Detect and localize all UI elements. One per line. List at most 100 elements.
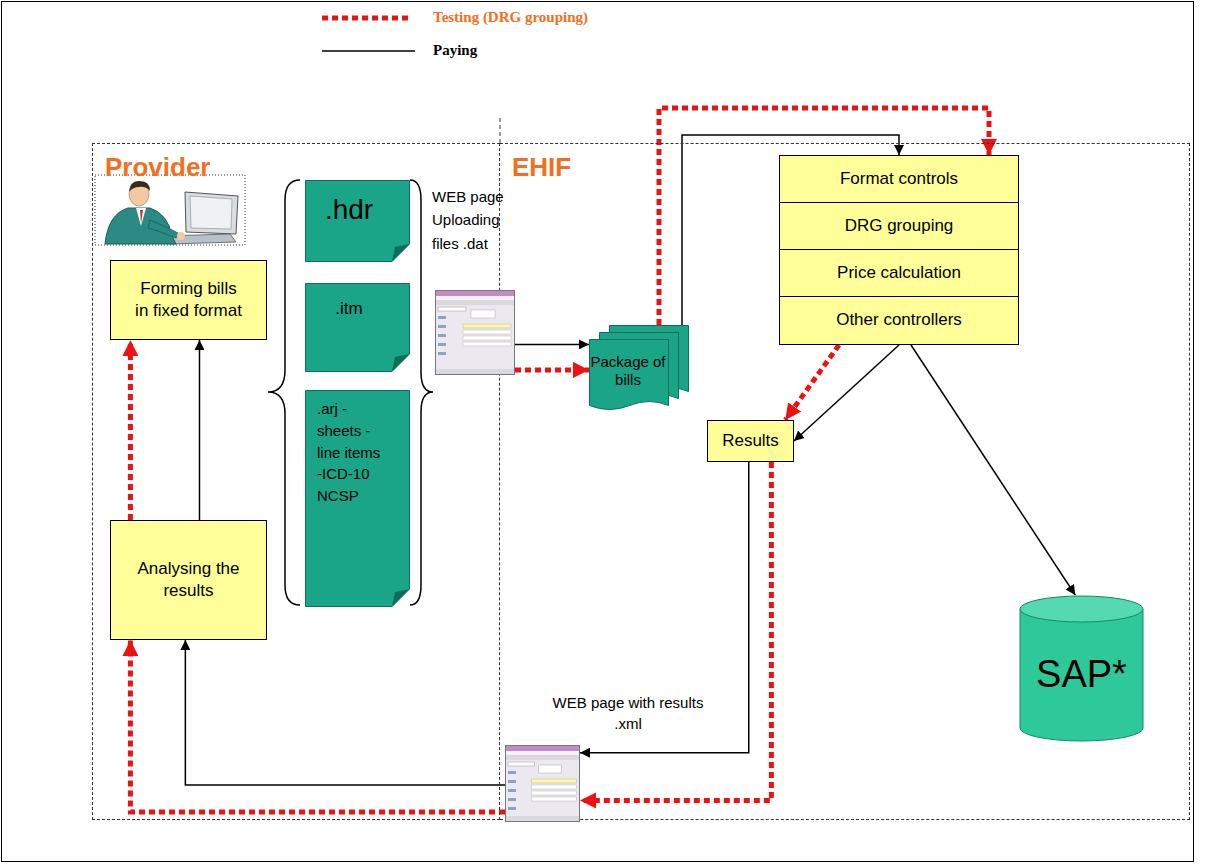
- graphic-part: [438, 307, 466, 311]
- region-heading: Provider: [105, 152, 211, 183]
- right-brace: [410, 180, 433, 605]
- graphic-part: [1020, 596, 1143, 622]
- graphic-part: [177, 232, 185, 240]
- paying-connector: [515, 344, 589, 346]
- document-shape: [305, 283, 410, 372]
- graphic-part: [531, 779, 576, 783]
- process-box: DRG grouping: [779, 202, 1019, 250]
- graphic-part: [306, 181, 410, 262]
- file-document: .arj -sheets -line items -ICD-10 NCSP: [305, 390, 410, 607]
- graphic-part: [463, 342, 511, 346]
- graphic-part: [506, 746, 580, 822]
- testing-connector: [130, 640, 505, 812]
- graphic-part: [392, 354, 410, 372]
- web-page: WEB page with results .xml: [505, 690, 710, 825]
- graphic-part: [392, 244, 410, 262]
- graphic-part: [438, 334, 446, 337]
- graphic-part: [590, 340, 669, 410]
- process-box: Price calculation: [779, 249, 1019, 297]
- graphic-part: [105, 208, 176, 244]
- graphic-part: [508, 807, 516, 810]
- graphic-part: [463, 330, 511, 334]
- legend-sample-paying: [322, 50, 415, 52]
- person-illustration: [95, 175, 245, 245]
- graphic-part: [438, 352, 446, 355]
- graphic-part: [506, 816, 579, 821]
- graphic-part: [436, 291, 515, 375]
- process-box: Format controls: [779, 155, 1019, 203]
- graphic-part: [436, 369, 514, 374]
- testing-connector: [128, 340, 133, 520]
- graphic-part: [508, 789, 516, 792]
- node-label: Results: [722, 430, 779, 452]
- graphic-part: [136, 208, 146, 226]
- paying-connector: [185, 640, 505, 785]
- node-label: Forming bills in fixed format: [134, 278, 244, 322]
- graphic-part: [539, 765, 562, 773]
- graphic-part: [129, 181, 150, 192]
- graphic-part: [190, 196, 232, 229]
- process-box: Other controllers: [779, 296, 1019, 345]
- bill-package: Package of bills: [589, 325, 689, 412]
- web-page-screenshot: [505, 745, 580, 822]
- node-label: .hdr: [305, 190, 393, 231]
- graphic-part: [506, 746, 579, 751]
- node-label: Other controllers: [836, 309, 962, 331]
- file-document: .hdr: [305, 180, 410, 262]
- node-label: .itm: [305, 297, 393, 322]
- web-page: WEB page Uploading files .dat: [432, 183, 524, 378]
- testing-connector: [580, 462, 771, 800]
- process-box: Results: [707, 420, 794, 462]
- graphic-part: [438, 343, 446, 346]
- testing-connector: [785, 345, 839, 420]
- graphic-part: [438, 325, 446, 328]
- graphic-part: [508, 798, 516, 801]
- left-brace: [268, 180, 300, 605]
- graphic-part: [95, 175, 245, 245]
- graphic-part: [508, 771, 516, 774]
- node-label: Price calculation: [837, 262, 961, 284]
- web-page-screenshot: [435, 290, 515, 375]
- paying-connector: [911, 345, 1075, 595]
- graphic-part: [471, 310, 495, 318]
- graphic-part: [438, 316, 446, 319]
- graphic-part: [531, 797, 576, 801]
- graphic-part: [148, 220, 180, 238]
- graphic-part: [436, 300, 514, 305]
- node-label: DRG grouping: [845, 215, 954, 237]
- graphic-part: [306, 391, 410, 607]
- testing-connector: [515, 367, 589, 372]
- process-box: Forming bills in fixed format: [110, 260, 267, 340]
- graphic-part: [436, 296, 514, 300]
- graphic-part: [185, 192, 238, 234]
- graphic-part: [392, 589, 410, 607]
- graphic-part: [531, 791, 576, 795]
- file-document: .itm: [305, 283, 410, 372]
- node-label: Format controls: [840, 168, 958, 190]
- graphic-part: [130, 108, 1075, 812]
- database-cylinder: SAP*: [1019, 595, 1144, 742]
- graphic-part: [508, 762, 534, 766]
- legend-sample-testing: [322, 16, 410, 21]
- legend-label: Paying: [433, 42, 477, 59]
- graphic-part: [463, 324, 511, 328]
- graphic-part: [140, 210, 143, 224]
- paying-connector: [199, 340, 201, 520]
- process-box: Analysing the results: [110, 520, 267, 640]
- node-label: WEB page Uploading files .dat: [432, 185, 522, 255]
- paying-connector: [794, 345, 899, 441]
- graphic-part: [306, 284, 410, 372]
- legend-label: Testing (DRG grouping): [433, 9, 588, 26]
- graphic-part: [506, 755, 579, 760]
- node-label: Package of bills: [589, 341, 667, 401]
- graphic-part: [463, 336, 511, 340]
- node-label: WEB page with results .xml: [543, 692, 713, 734]
- graphic-part: [531, 785, 576, 789]
- region-panel: Package of bills Format controlsDRG group…: [500, 143, 1190, 820]
- graphic-part: [508, 780, 516, 783]
- node-label: .arj -sheets -line items -ICD-10 NCSP: [317, 398, 383, 507]
- graphic-part: [506, 751, 579, 755]
- region-heading: EHIF: [512, 152, 571, 183]
